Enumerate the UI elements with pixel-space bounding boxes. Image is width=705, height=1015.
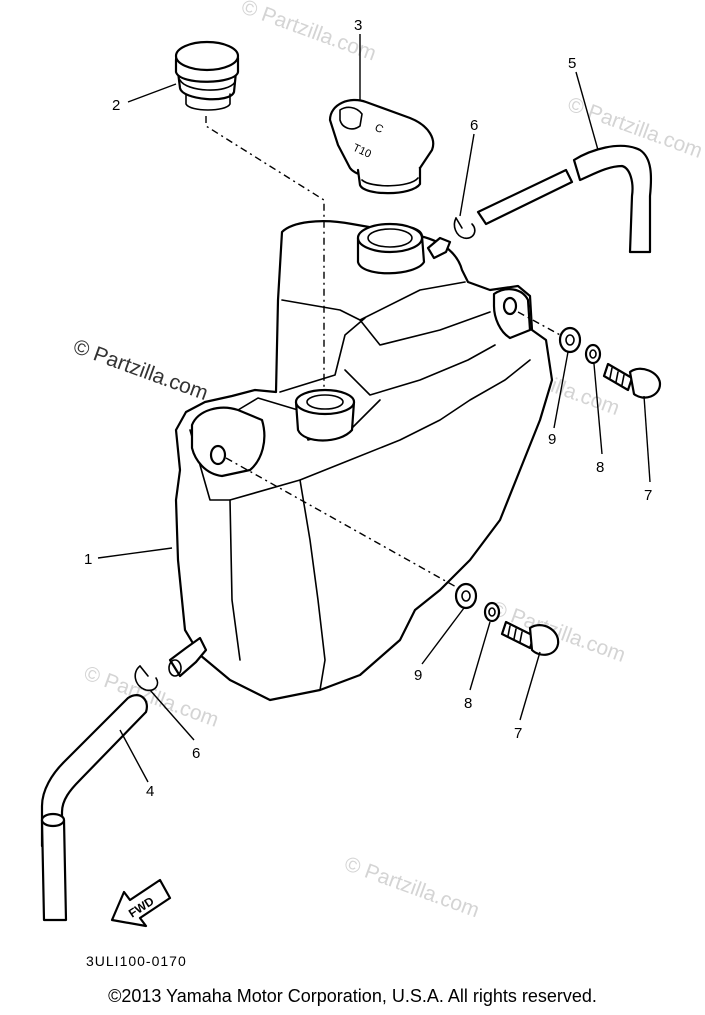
tank-cap[interactable]: T10 C [328, 98, 435, 195]
callout-4: 4 [146, 783, 154, 800]
washer-upper[interactable] [558, 326, 582, 354]
callout-3: 3 [354, 17, 362, 34]
tank-plug[interactable] [174, 40, 240, 111]
lock-washer-lower[interactable] [483, 601, 501, 623]
callout-9-lower: 9 [414, 667, 422, 684]
callout-6-upper: 6 [470, 117, 478, 134]
watermark-strong: © Partzilla.com [70, 335, 211, 405]
watermark: © Partzilla.com [341, 852, 482, 922]
upper-hose[interactable] [476, 144, 653, 254]
callout-6-lower: 6 [192, 745, 200, 762]
bolt-upper[interactable] [602, 362, 662, 399]
hose-clip-lower[interactable] [134, 665, 159, 692]
callout-7-upper: 7 [644, 487, 652, 504]
oil-tank[interactable] [168, 220, 554, 702]
callout-7-lower: 7 [514, 725, 522, 742]
lower-hose[interactable] [40, 694, 148, 922]
callout-8-upper: 8 [596, 459, 604, 476]
copyright-notice: ©2013 Yamaha Motor Corporation, U.S.A. A… [108, 986, 597, 1006]
assembly-lines [205, 116, 563, 589]
callout-5: 5 [568, 55, 576, 72]
fwd-arrow-icon: FWD [110, 878, 172, 928]
callout-labels: 2 3 5 6 1 6 4 9 8 7 9 8 7 [84, 17, 652, 800]
callout-1: 1 [84, 551, 92, 568]
washer-lower[interactable] [454, 582, 478, 610]
hose-clip-upper[interactable] [453, 217, 476, 240]
bolt-lower[interactable] [500, 620, 560, 656]
callout-8-lower: 8 [464, 695, 472, 712]
lock-washer-upper[interactable] [584, 343, 602, 365]
diagram-code: 3ULI100-0170 [86, 953, 187, 969]
callout-2: 2 [112, 97, 120, 114]
leader-lines [97, 34, 651, 783]
watermark: © Partzilla.com [81, 662, 222, 732]
callout-9-upper: 9 [548, 431, 556, 448]
